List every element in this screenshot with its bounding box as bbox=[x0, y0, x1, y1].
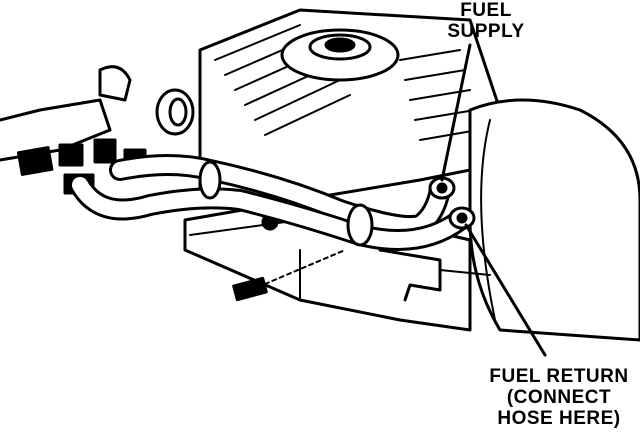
fuel-return-fitting bbox=[448, 206, 476, 230]
fuel-return-line1: FUEL RETURN bbox=[489, 366, 629, 387]
mounting-bracket bbox=[378, 248, 491, 302]
transmission-housing bbox=[468, 98, 640, 342]
fuel-supply-leader bbox=[440, 43, 472, 182]
fuel-return-line2: (CONNECT bbox=[506, 387, 612, 408]
fuel-lines bbox=[69, 154, 471, 251]
fuel-supply-fitting bbox=[428, 176, 456, 200]
fuel-supply-line1: FUEL bbox=[460, 0, 512, 21]
fuel-return-leader bbox=[464, 223, 547, 357]
fuel-return-line3: HOSE HERE) bbox=[497, 408, 621, 429]
bracket-bolt bbox=[232, 249, 346, 302]
oil-filler-cap bbox=[280, 28, 400, 82]
fuel-return-label: FUEL RETURN (CONNECT HOSE HERE) bbox=[476, 366, 640, 429]
fuel-supply-line2: SUPPLY bbox=[447, 21, 525, 42]
fuel-supply-label: FUEL SUPPLY bbox=[436, 0, 536, 42]
